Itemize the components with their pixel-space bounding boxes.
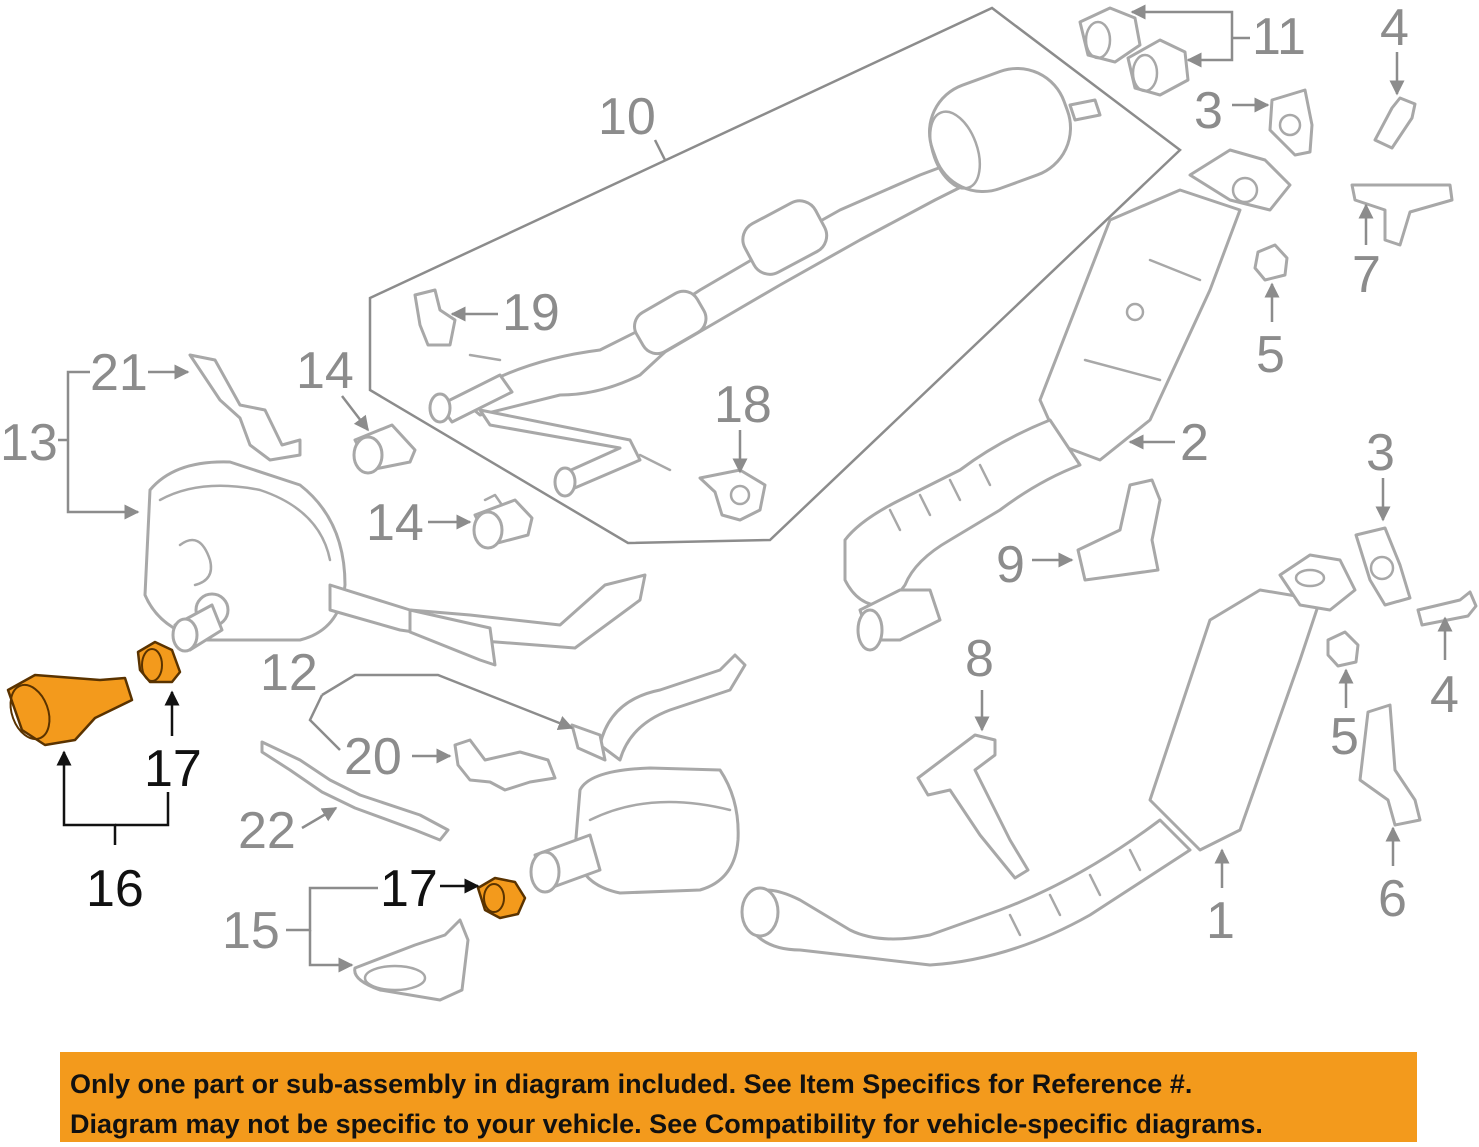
callout-8: 8 <box>965 630 994 688</box>
callout-14-lower: 14 <box>366 494 424 552</box>
hanger-20 <box>453 738 557 792</box>
bracket-9 <box>1076 478 1162 582</box>
bracket-6 <box>1358 703 1422 827</box>
rear-muffler-assembly <box>143 460 647 667</box>
clamp-11-lower <box>1126 38 1190 97</box>
catalytic-converter-1 <box>740 553 1357 967</box>
exhaust-tip-16-highlighted <box>6 673 134 747</box>
callout-19: 19 <box>502 284 560 342</box>
bolt-4-lower <box>1416 590 1478 627</box>
callout-12: 12 <box>260 644 318 702</box>
gasket-3-upper <box>1268 88 1314 157</box>
front-muffler-assembly <box>529 653 747 895</box>
clamp-17-lower-highlighted <box>476 876 527 920</box>
catalytic-converter-2 <box>843 148 1292 652</box>
assembly-10-outline <box>368 6 1182 545</box>
callout-17-upper: 17 <box>144 740 202 798</box>
callout-4-upper: 4 <box>1380 0 1409 57</box>
disclaimer-banner: Only one part or sub-assembly in diagram… <box>60 1052 1417 1142</box>
bracket-8 <box>916 733 1030 880</box>
callout-18: 18 <box>714 376 772 434</box>
clamp-17-upper-highlighted <box>136 640 182 684</box>
nut-5-upper <box>1253 243 1289 282</box>
callout-9: 9 <box>996 536 1025 594</box>
callout-1: 1 <box>1206 892 1235 950</box>
bolt-4-upper <box>1373 96 1417 150</box>
hanger-21 <box>188 353 302 462</box>
bracket-22 <box>260 740 450 842</box>
callout-17-lower: 17 <box>380 860 438 918</box>
exhaust-tip-15 <box>353 918 470 1002</box>
bracket-7 <box>1350 183 1454 247</box>
callout-7: 7 <box>1352 246 1381 304</box>
callout-11: 11 <box>1252 8 1306 66</box>
nut-5-lower <box>1326 630 1360 668</box>
disclaimer-line-1: Only one part or sub-assembly in diagram… <box>70 1069 1193 1099</box>
callout-22: 22 <box>238 802 296 860</box>
callout-2: 2 <box>1180 414 1209 472</box>
hanger-18 <box>698 468 767 522</box>
callout-16: 16 <box>86 860 144 918</box>
clamp-14-lower <box>472 493 534 550</box>
gasket-3-lower <box>1354 526 1412 607</box>
callout-21: 21 <box>90 344 148 402</box>
hanger-19 <box>413 288 457 347</box>
callout-4-lower: 4 <box>1430 666 1459 724</box>
callout-10: 10 <box>598 88 656 146</box>
clamp-11-upper <box>1078 6 1142 64</box>
intermediate-pipe <box>428 66 1102 498</box>
callout-3-upper: 3 <box>1194 82 1223 140</box>
callout-5-upper: 5 <box>1256 326 1285 384</box>
callout-20: 20 <box>344 728 402 786</box>
callout-15: 15 <box>222 902 280 960</box>
clamp-14-upper <box>352 423 417 475</box>
callout-6: 6 <box>1378 870 1407 928</box>
disclaimer-line-2: Diagram may not be specific to your vehi… <box>70 1109 1263 1139</box>
callout-14-upper: 14 <box>296 342 354 400</box>
callout-3-lower: 3 <box>1366 424 1395 482</box>
callout-13: 13 <box>0 414 58 472</box>
callout-5-lower: 5 <box>1330 708 1359 766</box>
